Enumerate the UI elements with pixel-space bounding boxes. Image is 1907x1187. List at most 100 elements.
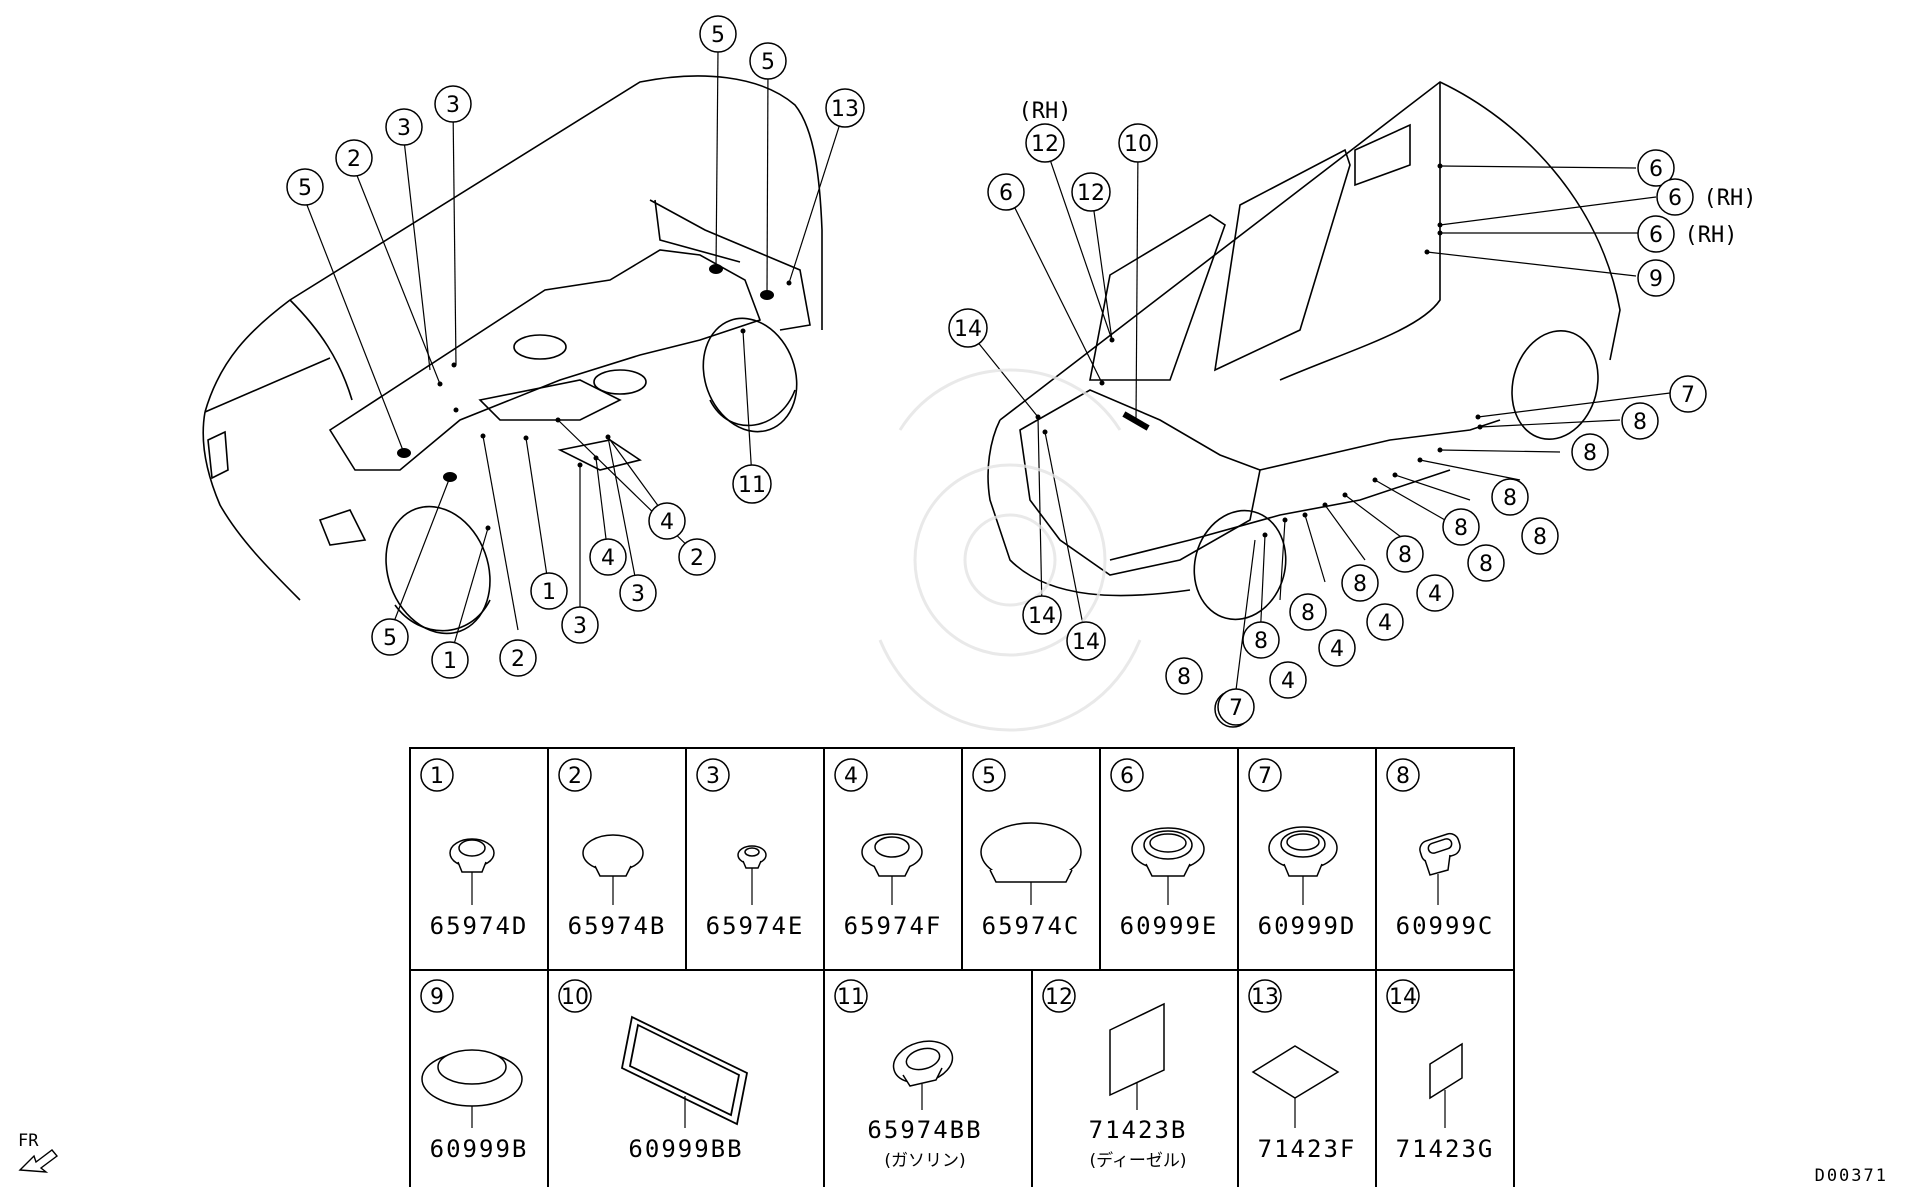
callout-8[interactable]: 8: [1491, 478, 1529, 516]
callout-6-rh[interactable]: 6: [1637, 215, 1675, 253]
svg-text:6: 6: [1668, 186, 1682, 211]
callout-8[interactable]: 8: [1467, 544, 1505, 582]
small-sheet-icon: [1429, 1042, 1463, 1100]
side-windows: [1089, 214, 1226, 381]
svg-text:9: 9: [430, 985, 444, 1010]
svg-text:3: 3: [706, 764, 720, 789]
callout-4[interactable]: 4: [1366, 603, 1404, 641]
svg-text:1: 1: [443, 649, 457, 674]
callout-3[interactable]: 3: [385, 108, 423, 146]
callout-5[interactable]: 5: [699, 15, 737, 53]
callout-3[interactable]: 3: [619, 574, 657, 612]
callout-3[interactable]: 3: [434, 85, 472, 123]
callout-2[interactable]: 2: [335, 139, 373, 177]
svg-text:3: 3: [397, 116, 411, 141]
callout-14[interactable]: 14: [1022, 595, 1062, 635]
svg-text:11: 11: [837, 985, 865, 1010]
svg-text:12: 12: [1045, 985, 1073, 1010]
callout-12[interactable]: 12: [1025, 123, 1065, 163]
diamond-sheet-icon: [1251, 1045, 1340, 1099]
callout-4[interactable]: 4: [648, 502, 686, 540]
callout-14[interactable]: 14: [948, 308, 988, 348]
svg-text:5: 5: [982, 764, 996, 789]
callout-7-bottom[interactable]: 7: [1217, 688, 1255, 726]
callout-8[interactable]: 8: [1242, 621, 1280, 659]
svg-text:13: 13: [831, 97, 859, 122]
body-outline: [204, 75, 823, 413]
floor-pan: [328, 249, 762, 471]
part-cell-6[interactable]: 6 60999E: [1110, 758, 1218, 940]
part-cell-5[interactable]: 5 65974C: [972, 758, 1082, 940]
part-cell-9[interactable]: 9 60999B: [420, 979, 528, 1163]
callout-8[interactable]: 8: [1341, 564, 1379, 602]
part-cell-13[interactable]: 13 71423F: [1248, 979, 1357, 1163]
svg-text:7: 7: [1229, 696, 1243, 721]
callout-5[interactable]: 5: [286, 168, 324, 206]
svg-text:71423F: 71423F: [1258, 1135, 1357, 1163]
part-cell-11[interactable]: 11 65974BB (ガソリン): [834, 979, 983, 1171]
parts-table: [409, 747, 1515, 1187]
watermark-logo: [878, 368, 1142, 732]
rear-right-wheel: [1511, 329, 1599, 441]
callout-3[interactable]: 3: [561, 606, 599, 644]
svg-text:4: 4: [601, 546, 615, 571]
callout-1[interactable]: 1: [431, 641, 469, 679]
callout-6-rh[interactable]: 6: [1656, 178, 1694, 216]
svg-text:60999BB: 60999BB: [628, 1135, 743, 1163]
svg-text:8: 8: [1503, 486, 1517, 511]
callout-8[interactable]: 8: [1621, 402, 1659, 440]
right-callouts: (RH) 12 10 6 12 14 14 14 6 6 (RH) 6 (RH)…: [948, 99, 1756, 728]
svg-text:8: 8: [1533, 525, 1547, 550]
callout-5[interactable]: 5: [371, 618, 409, 656]
callout-8[interactable]: 8: [1165, 657, 1203, 695]
part-cell-7[interactable]: 7 60999D: [1248, 758, 1356, 940]
part-cell-3[interactable]: 3 65974E: [696, 758, 804, 940]
svg-text:14: 14: [1389, 985, 1417, 1010]
callout-1[interactable]: 1: [530, 572, 568, 610]
callout-13[interactable]: 13: [825, 88, 865, 128]
callout-2[interactable]: 2: [678, 538, 716, 576]
callout-7[interactable]: 7: [1669, 375, 1707, 413]
callout-8[interactable]: 8: [1442, 508, 1480, 546]
part-cell-12[interactable]: 12 71423B (ディーゼル): [1042, 979, 1187, 1171]
part-cell-8[interactable]: 8 60999C: [1386, 758, 1494, 940]
hood-line: [202, 411, 301, 601]
large-cap-plug-icon: [980, 822, 1082, 883]
callout-8[interactable]: 8: [1386, 535, 1424, 573]
callout-9[interactable]: 9: [1637, 259, 1675, 297]
svg-text:8: 8: [1633, 410, 1647, 435]
callout-8[interactable]: 8: [1571, 433, 1609, 471]
part-cell-2[interactable]: 2 65974B: [558, 758, 666, 940]
callout-12[interactable]: 12: [1071, 172, 1111, 212]
part-cell-14[interactable]: 14 71423G: [1386, 979, 1494, 1163]
svg-text:12: 12: [1031, 132, 1059, 157]
callout-8[interactable]: 8: [1289, 593, 1327, 631]
rect-seal-icon: [620, 1015, 749, 1126]
callout-4[interactable]: 4: [1269, 661, 1307, 699]
callout-11[interactable]: 11: [732, 464, 772, 504]
flanged-plug-icon: [421, 1049, 523, 1107]
svg-text:11: 11: [738, 473, 766, 498]
callout-10[interactable]: 10: [1118, 123, 1158, 163]
svg-text:6: 6: [1120, 764, 1134, 789]
svg-text:3: 3: [573, 614, 587, 639]
callout-4[interactable]: 4: [589, 538, 627, 576]
part-cell-1[interactable]: 1 65974D: [420, 758, 528, 940]
svg-text:14: 14: [1028, 604, 1056, 629]
svg-text:5: 5: [711, 23, 725, 48]
callout-6[interactable]: 6: [987, 173, 1025, 211]
part-cell-10[interactable]: 10 60999BB: [558, 979, 749, 1163]
svg-text:65974BB: 65974BB: [867, 1116, 982, 1144]
svg-text:6: 6: [1649, 157, 1663, 182]
callout-2[interactable]: 2: [499, 639, 537, 677]
right-vehicle-view: [967, 81, 1671, 691]
callout-4[interactable]: 4: [1416, 574, 1454, 612]
callout-4[interactable]: 4: [1318, 629, 1356, 667]
callout-14[interactable]: 14: [1066, 621, 1106, 661]
callout-5[interactable]: 5: [749, 42, 787, 80]
callout-6[interactable]: 6: [1637, 149, 1675, 187]
part-cell-4[interactable]: 4 65974F: [834, 758, 942, 940]
svg-text:4: 4: [1281, 669, 1295, 694]
callout-8[interactable]: 8: [1521, 517, 1559, 555]
